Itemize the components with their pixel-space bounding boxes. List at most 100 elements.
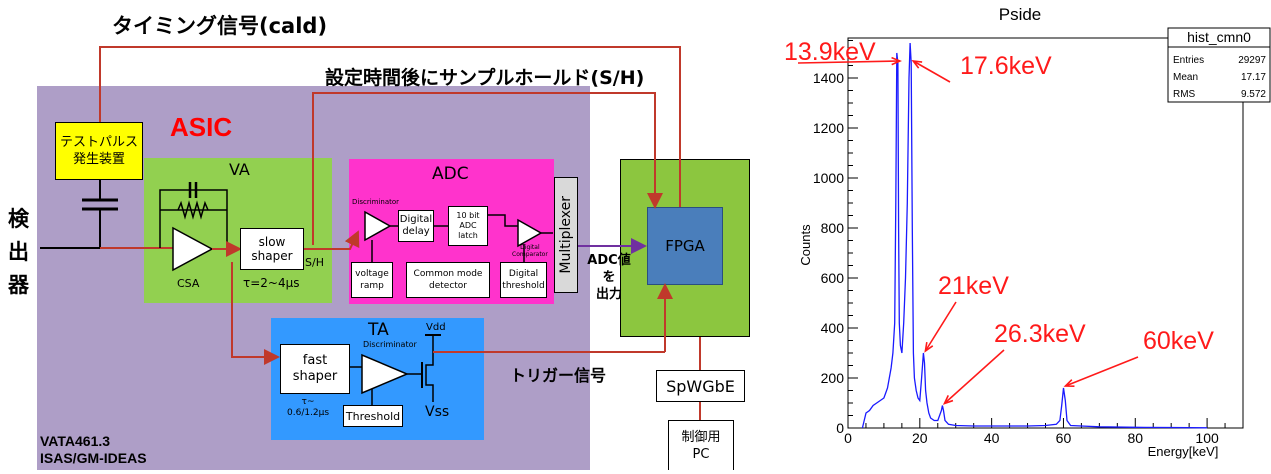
multiplexer: Multiplexer (554, 177, 578, 293)
stats-row-value: 17.17 (1241, 72, 1266, 83)
slow-shaper-line1: slow (258, 235, 286, 249)
chip-name-line2: ISAS/GM-IDEAS (40, 450, 147, 466)
control-pc-line2: PC (692, 446, 710, 462)
sample-hold-line (312, 92, 663, 245)
chip-name-line1: VATA461.3 (40, 433, 111, 449)
x-axis-label: Energy[keV] (1148, 444, 1219, 459)
detector-char-2: 出 (8, 240, 29, 264)
annotation-arrowhead (911, 59, 923, 69)
voltage-ramp-line1: voltage (355, 269, 389, 279)
annotation-arrowhead (1063, 379, 1075, 387)
y-tick-label: 400 (821, 320, 845, 336)
y-tick-label: 0 (836, 420, 844, 436)
annotation-label: 60keV (1143, 327, 1214, 355)
slow-shaper-line2: shaper (251, 249, 293, 263)
y-axis-label: Counts (798, 224, 813, 266)
control-pc-line1: 制御用 (681, 429, 721, 445)
ta-tau: τ~ 0.6/1.2μs (287, 397, 329, 419)
stats-box-title: hist_cmn0 (1187, 29, 1251, 45)
x-tick-label: 20 (912, 430, 928, 446)
trigger-signal-label: トリガー信号 (510, 366, 607, 385)
adc-output-line2: を (602, 270, 616, 285)
digital-delay-line2: delay (402, 226, 430, 237)
timing-line (99, 46, 681, 207)
ta-tau-line1: τ~ (301, 397, 315, 407)
voltage-ramp: voltage ramp (351, 262, 393, 298)
detector-label: 検 出 器 (8, 203, 29, 302)
y-tick-label: 200 (821, 370, 845, 386)
timing-signal-label: タイミング信号(cald) (112, 14, 328, 38)
wiring (40, 46, 701, 420)
adc-latch: 10 bit ADC latch (448, 206, 488, 246)
adc-output-line1: ADC値 (587, 253, 631, 268)
y-tick-label: 1400 (813, 70, 844, 86)
annotation-arrowhead (924, 341, 934, 353)
stats-row-value: 29297 (1238, 55, 1266, 66)
digital-threshold: Digital threshold (500, 262, 547, 298)
adc-label: ADC (432, 164, 469, 184)
test-pulse-line2: 発生装置 (72, 152, 125, 167)
sh-label: S/H (305, 256, 324, 269)
detector-char-1: 検 (8, 207, 29, 231)
digital-delay-line1: Digital (399, 214, 433, 225)
annotation-label: 17.6keV (960, 52, 1052, 80)
adc-latch-line3: latch (458, 231, 478, 240)
annotation-arrow (1065, 356, 1139, 387)
annotation-label: 26.3keV (994, 320, 1086, 348)
common-mode-line2: detector (429, 281, 467, 291)
x-tick-label: 0 (844, 430, 852, 446)
stats-row-label: RMS (1173, 89, 1196, 100)
annotation-arrow (943, 349, 1005, 405)
adc-output-label: ADC値 を 出力 (586, 252, 632, 303)
ta-discriminator-label: Discriminator (363, 340, 417, 349)
annotation-arrowhead (891, 56, 902, 66)
detector-char-3: 器 (8, 273, 29, 297)
spectrum-line (861, 42, 1208, 429)
fast-shaper: fast shaper (280, 344, 350, 394)
annotation-arrow (924, 301, 957, 352)
fpga-chip: FPGA (647, 207, 723, 285)
csa-label: CSA (177, 277, 200, 290)
common-mode-detector: Common mode detector (406, 262, 490, 298)
y-tick-label: 1000 (813, 170, 844, 186)
annotation-label: 21keV (938, 272, 1009, 300)
vss-label: Vss (425, 404, 450, 420)
test-pulse-generator: テストパルス 発生装置 (55, 122, 143, 180)
vdd-label: Vdd (426, 322, 446, 333)
x-tick-label: 60 (1056, 430, 1072, 446)
test-pulse-line1: テストパルス (59, 135, 138, 150)
digital-comparator-label: Digital Comparator (512, 244, 548, 258)
spwgbe-box: SpWGbE (656, 370, 745, 402)
x-tick-label: 80 (1127, 430, 1143, 446)
spwgbe-label: SpWGbE (666, 376, 735, 396)
chip-name: VATA461.3 ISAS/GM-IDEAS (40, 433, 147, 467)
y-tick-label: 800 (821, 220, 845, 236)
y-tick-label: 1200 (813, 120, 844, 136)
threshold-box: Threshold (343, 405, 403, 427)
digital-threshold-line1: Digital (508, 269, 539, 279)
annotation-arrow (797, 60, 900, 64)
annotation-arrowhead (942, 395, 954, 405)
stats-row-label: Mean (1173, 72, 1198, 83)
stats-row-value: 9.572 (1241, 89, 1266, 100)
fast-shaper-line2: shaper (292, 369, 338, 384)
digital-delay: Digital delay (398, 210, 434, 242)
annotation-arrow (912, 60, 951, 83)
multiplexer-label: Multiplexer (558, 196, 574, 274)
fast-shaper-line1: fast (302, 353, 328, 368)
chart-title: Pside (999, 5, 1042, 24)
control-pc-box: 制御用 PC (668, 420, 734, 470)
stats-row-label: Entries (1173, 55, 1204, 66)
y-tick-label: 600 (821, 270, 845, 286)
va-tau: τ=2~4μs (243, 276, 300, 290)
threshold-label: Threshold (345, 409, 401, 423)
common-mode-line1: Common mode (413, 269, 483, 279)
ta-label: TA (368, 320, 389, 340)
x-tick-label: 100 (1195, 430, 1219, 446)
block-diagram: ASIC VA ADC TA FPGA (8, 14, 750, 470)
sample-hold-label: 設定時間後にサンプルホールド(S/H) (325, 67, 645, 89)
voltage-ramp-line2: ramp (360, 281, 384, 291)
va-label: VA (229, 160, 250, 179)
